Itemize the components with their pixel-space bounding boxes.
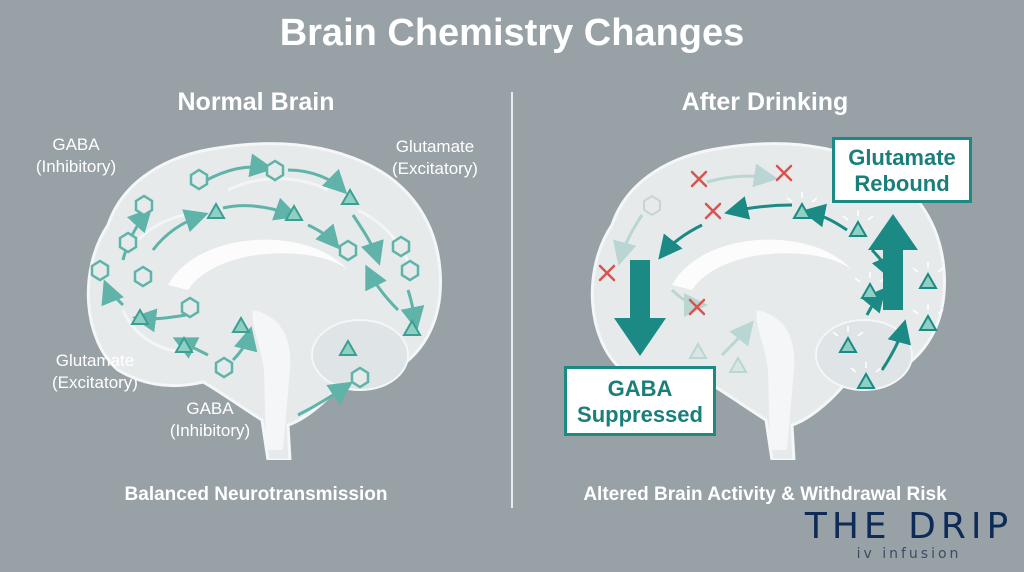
- hexagon-icon: [134, 194, 154, 217]
- triangle-icon: [284, 203, 304, 221]
- triangle-icon: [860, 281, 880, 299]
- triangle-icon: [918, 313, 938, 331]
- logo-tagline: iv infusion: [856, 546, 962, 562]
- logo-wordmark: THE DRIP: [804, 506, 1014, 547]
- the-drip-logo: THE DRIP iv infusion: [796, 506, 1022, 563]
- hexagon-icon: [133, 265, 153, 288]
- brainstem: [252, 310, 291, 450]
- hexagon-icon: [643, 194, 661, 217]
- x-mark-icon: [598, 264, 616, 282]
- triangle-icon: [231, 315, 251, 333]
- brainstem: [756, 310, 795, 450]
- brain-outline: [86, 142, 442, 460]
- hexagon-icon: [214, 356, 234, 379]
- gaba-down-arrow: [614, 260, 666, 356]
- x-mark-icon: [775, 164, 793, 182]
- triangle-icon: [848, 219, 868, 237]
- x-mark-icon: [690, 170, 708, 188]
- x-mark-icon: [704, 202, 722, 220]
- hexagon-icon: [338, 239, 358, 262]
- triangle-icon: [338, 338, 358, 356]
- triangle-icon: [838, 335, 858, 353]
- label-glutamate-top: Glutamate(Excitatory): [392, 137, 478, 178]
- normal-brain-heading: Normal Brain: [177, 88, 335, 116]
- hexagon-icon: [90, 259, 110, 282]
- triangle-icon: [174, 335, 194, 353]
- hexagon-icon: [180, 296, 200, 319]
- hexagon-icon: [391, 235, 411, 258]
- corpus-callosum: [168, 239, 348, 290]
- panel-divider: [511, 92, 513, 508]
- label-gaba-bottom: GABA(Inhibitory): [169, 399, 251, 440]
- left-footer-caption: Balanced Neurotransmission: [124, 484, 388, 505]
- label-gaba-top: GABA(Inhibitory): [35, 135, 117, 176]
- hexagon-icon: [400, 259, 420, 282]
- hexagon-icon: [118, 231, 138, 254]
- triangle-icon: [130, 307, 150, 325]
- after-drinking-heading: After Drinking: [681, 88, 849, 116]
- page-title: Brain Chemistry Changes: [279, 12, 745, 54]
- corpus-callosum: [672, 239, 852, 290]
- label-glutamate-bottom: Glutamate(Excitatory): [52, 351, 138, 392]
- hexagon-icon: [265, 159, 285, 182]
- triangle-icon: [206, 201, 226, 219]
- right-footer-caption: Altered Brain Activity & Withdrawal Risk: [583, 484, 947, 505]
- triangle-icon: [918, 271, 938, 289]
- triangle-icon: [728, 355, 748, 373]
- triangle-icon: [402, 318, 422, 336]
- cerebellum: [311, 319, 409, 391]
- x-mark-icon: [688, 298, 706, 316]
- normal-brain-diagram: [86, 142, 442, 460]
- hexagon-icon: [350, 366, 370, 389]
- hexagon-icon: [189, 168, 209, 191]
- glutamate-up-arrow: [868, 214, 918, 310]
- triangle-icon: [856, 371, 876, 389]
- triangle-icon: [340, 187, 360, 205]
- triangle-icon: [792, 201, 812, 219]
- triangle-icon: [688, 341, 708, 359]
